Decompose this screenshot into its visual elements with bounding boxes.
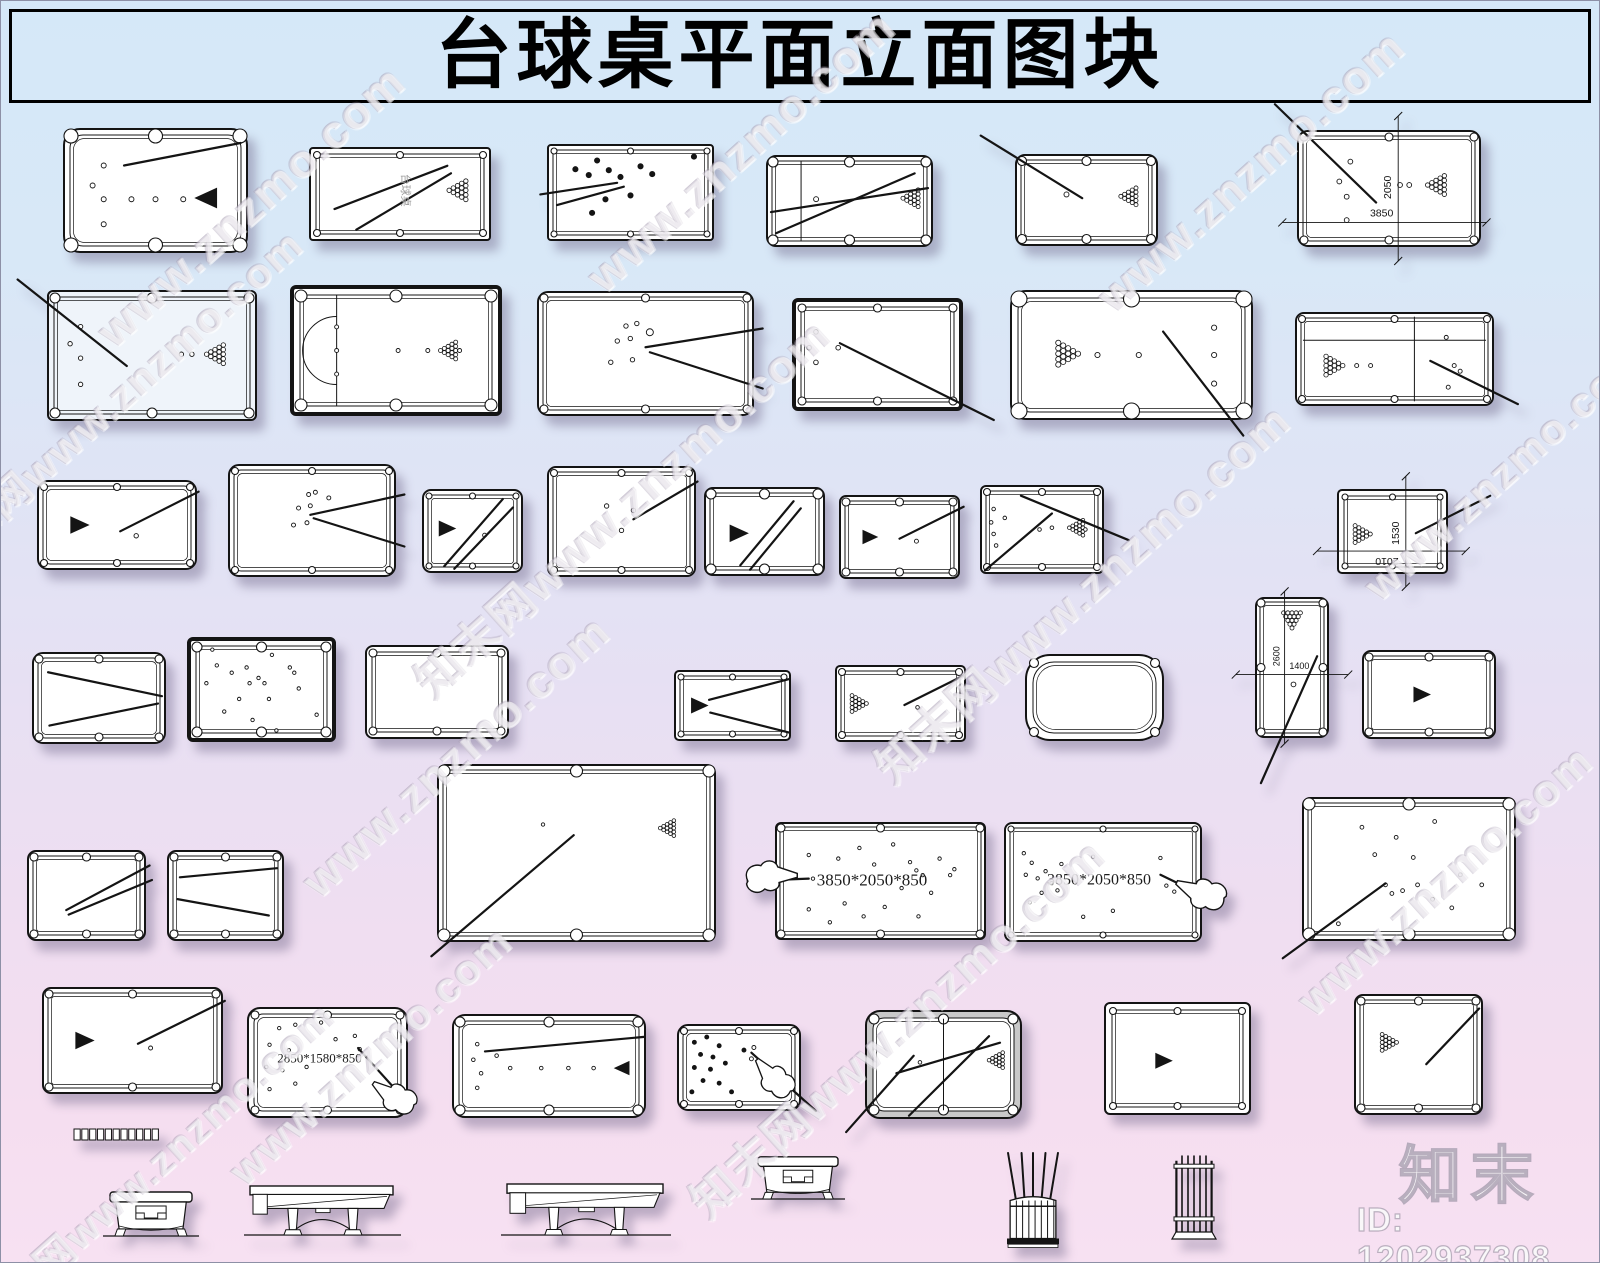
- pool-table-plan: [547, 466, 699, 577]
- cue-stand: [1170, 1155, 1218, 1240]
- svg-text:1400: 1400: [1289, 661, 1309, 671]
- pool-table-plan: [1362, 650, 1496, 739]
- svg-text:2600: 2600: [1271, 646, 1281, 666]
- pool-table-plan: [677, 1024, 817, 1113]
- svg-text:1530: 1530: [1390, 521, 1402, 545]
- pool-table-plan: [42, 987, 226, 1094]
- image-id-watermark: ID: 1202937308: [1356, 1200, 1551, 1263]
- pool-table-plan: [1354, 994, 1483, 1115]
- pool-table-plan: [422, 489, 523, 573]
- svg-text:台球桌: 台球桌: [399, 174, 413, 207]
- pool-table-plan: [539, 144, 714, 241]
- svg-text:2010: 2010: [1375, 555, 1399, 567]
- pool-table-plan: [674, 670, 791, 741]
- svg-text:3850*2050*850: 3850*2050*850: [1047, 871, 1151, 888]
- pool-table-plan: 1530 2010: [1312, 471, 1492, 592]
- pool-table-plan: 台球桌: [309, 147, 491, 241]
- pool-table-plan: [290, 285, 502, 416]
- pool-table-plan: [1295, 312, 1519, 406]
- pool-table-plan: [32, 652, 166, 744]
- pool-table-elevation: [751, 1156, 845, 1200]
- cue-rack-top-view: [73, 1128, 159, 1141]
- pool-table-elevation: [103, 1191, 199, 1237]
- player-hand-figure: [371, 1080, 418, 1115]
- pool-table-plan: [16, 278, 257, 421]
- page-title: 台球桌平面立面图块: [435, 13, 1165, 98]
- pool-table-plan: [792, 298, 995, 422]
- pool-table-plan: 2850*1580*850: [247, 1007, 418, 1118]
- pool-table-plan: [1104, 1002, 1251, 1115]
- pool-table-plan: [845, 1010, 1022, 1134]
- pool-table-plan: [187, 637, 336, 742]
- svg-text:2050: 2050: [1382, 175, 1394, 199]
- pool-table-plan: [1010, 290, 1253, 437]
- pool-table-plan: 2600 1400: [1231, 587, 1353, 785]
- pool-table-plan: [167, 850, 284, 941]
- pool-table-plan: [37, 480, 200, 570]
- pool-table-plan: [835, 665, 966, 742]
- pool-table-plan: [27, 850, 154, 941]
- pool-table-plan: [365, 645, 509, 739]
- pool-table-plan: [452, 1014, 646, 1118]
- player-hand-figure: [1174, 878, 1228, 911]
- pool-table-plan: [430, 764, 716, 958]
- pool-table-plan: [979, 134, 1158, 246]
- pool-table-plan: [980, 485, 1130, 574]
- pool-table-plan: [63, 128, 248, 253]
- pool-table-elevation: [501, 1183, 671, 1236]
- player-hand-figure: [754, 1057, 796, 1099]
- pool-table-elevation: [244, 1185, 401, 1236]
- pool-table-plan: [228, 464, 406, 577]
- pool-table-plan: [1281, 797, 1516, 960]
- pool-table-plan: 3850*2050*850: [1004, 822, 1228, 942]
- cue-stand: [1007, 1152, 1059, 1248]
- pool-table-plan: [839, 495, 965, 579]
- pool-table-plan: [537, 291, 764, 416]
- svg-text:2850*1580*850: 2850*1580*850: [277, 1051, 362, 1066]
- title-bar: 台球桌平面立面图块: [9, 9, 1591, 103]
- pool-table-plan: 2050 3850: [1273, 103, 1491, 266]
- pool-table-plan: [1025, 654, 1164, 741]
- pool-table-plan: [766, 155, 933, 247]
- pool-table-plan: [704, 487, 825, 576]
- svg-text:3850*2050*850: 3850*2050*850: [817, 871, 928, 890]
- znzmo-brand-watermark: 知末: [1398, 1141, 1544, 1212]
- pool-table-plan: 3850*2050*850: [745, 822, 986, 940]
- player-hand-figure: [745, 860, 798, 894]
- svg-text:3850: 3850: [1370, 208, 1394, 220]
